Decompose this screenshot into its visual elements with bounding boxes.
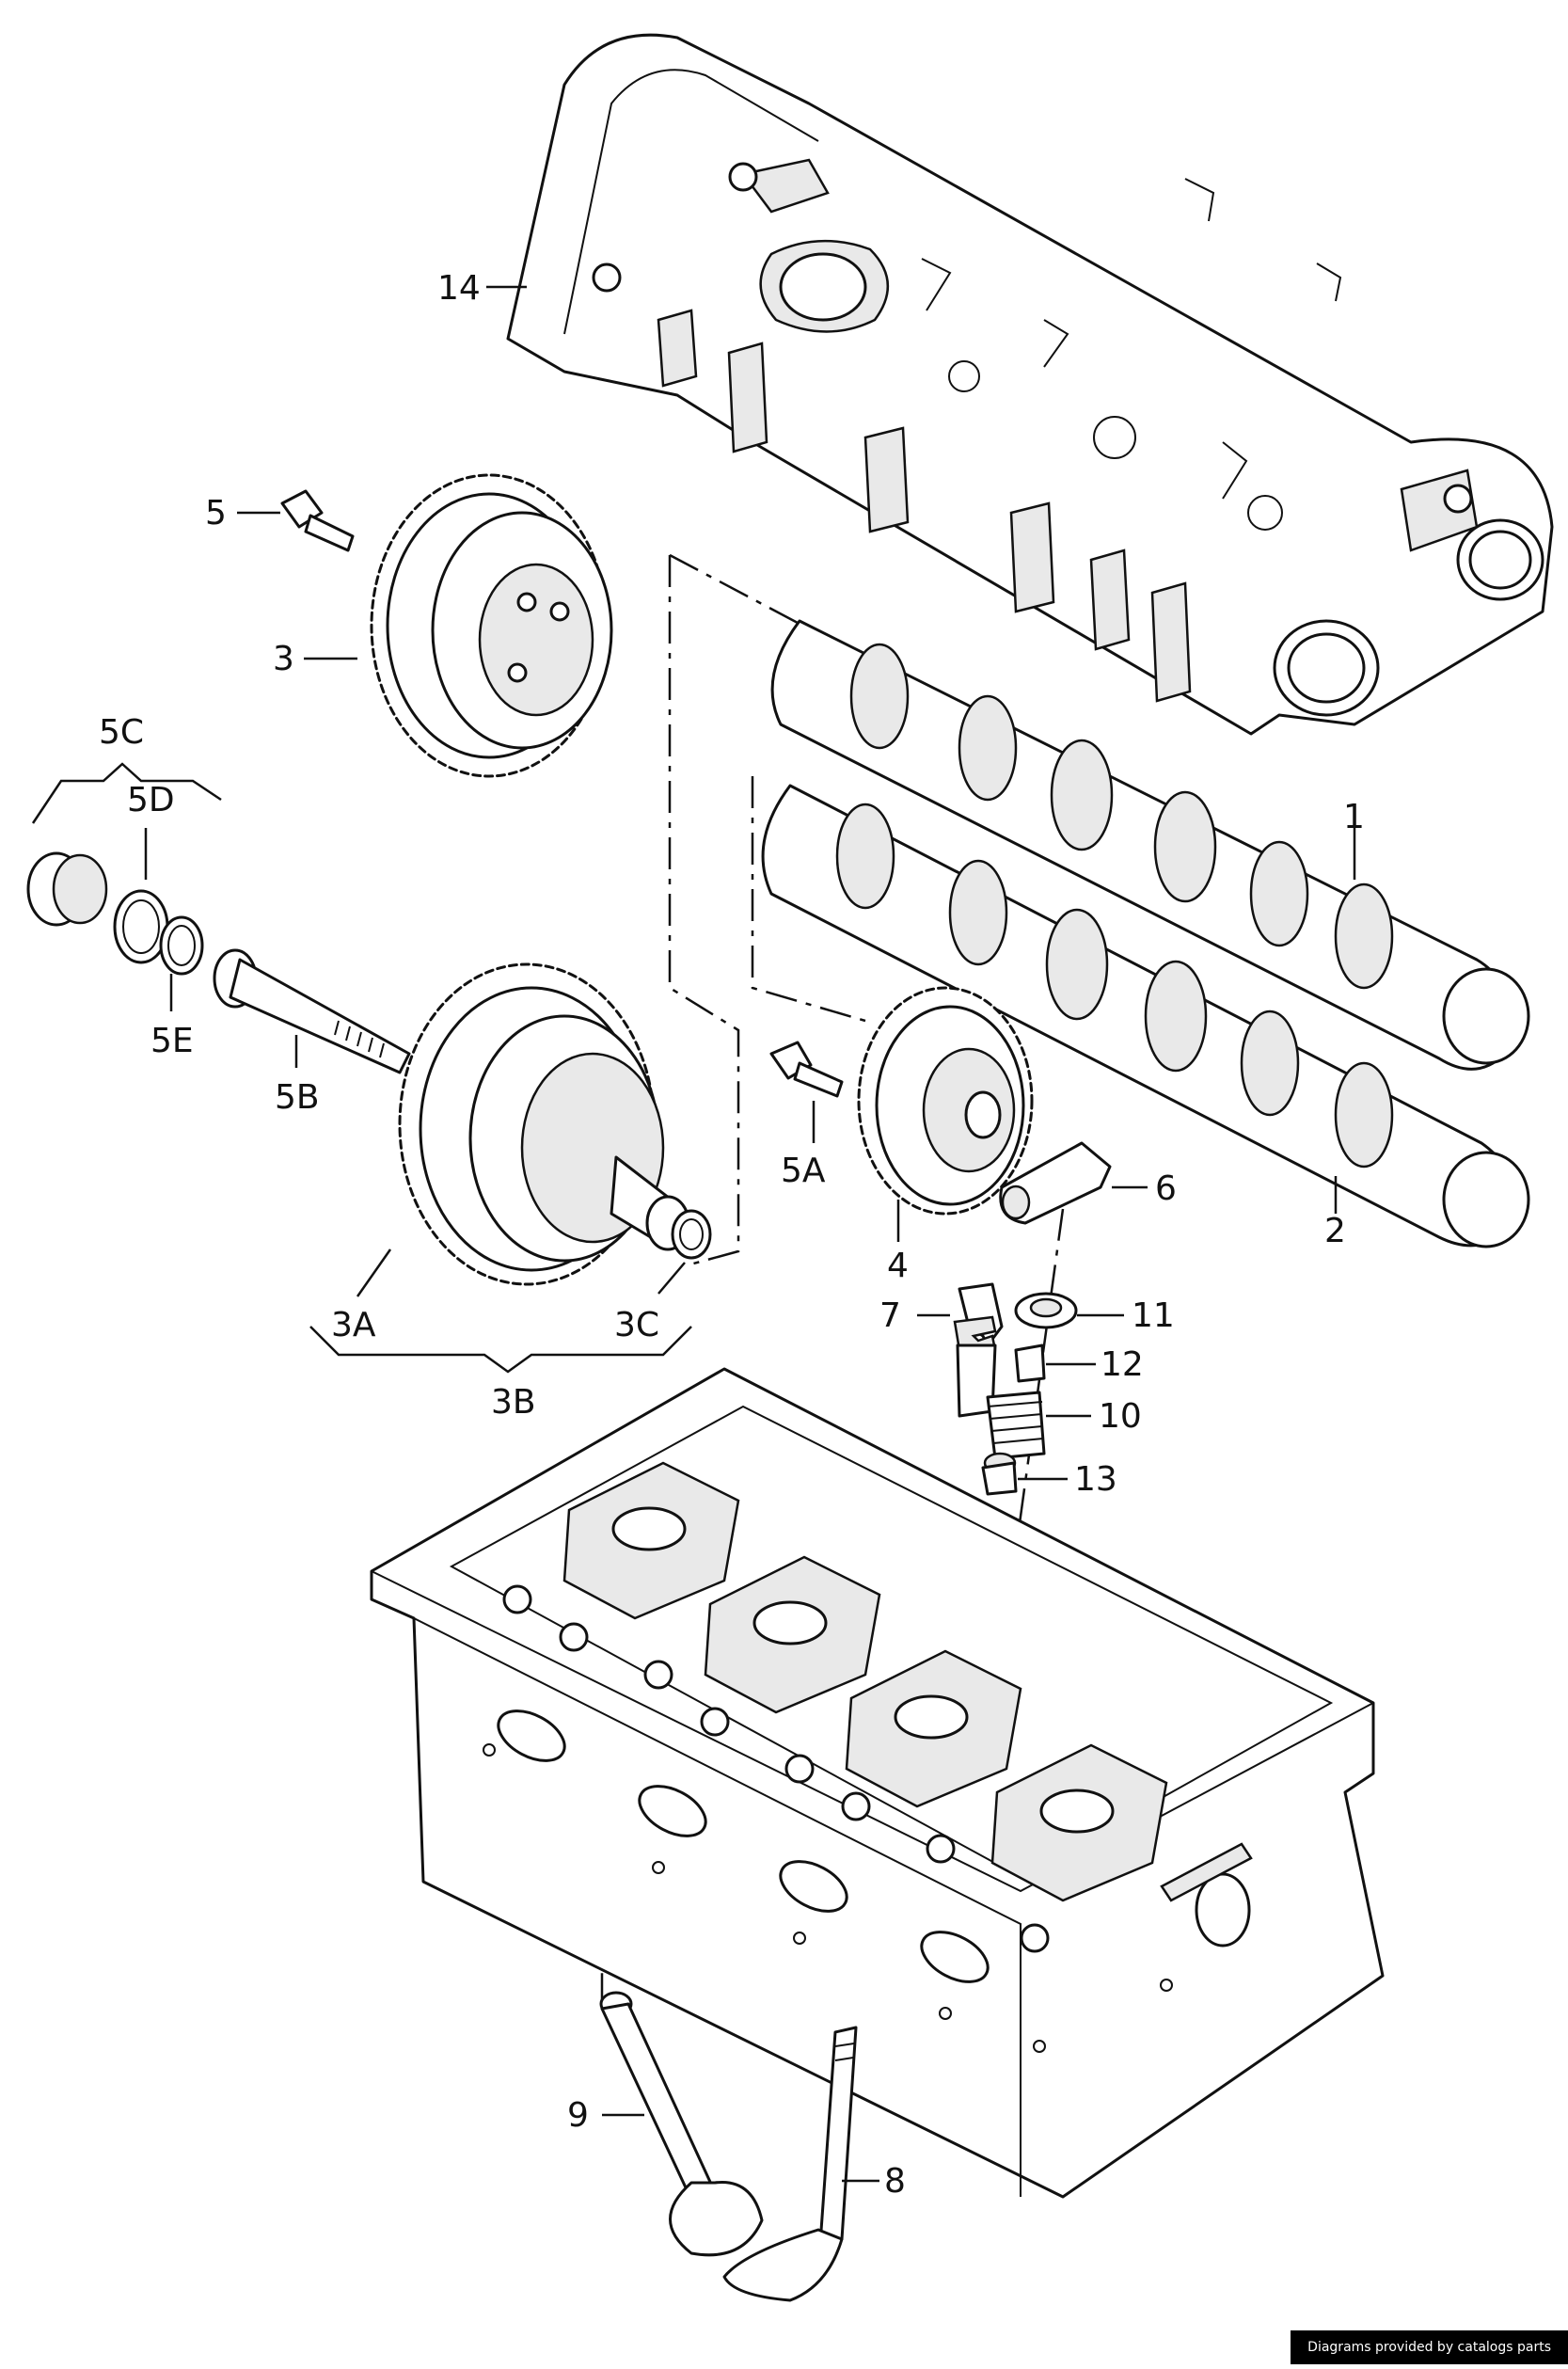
bracket-3b (309, 1326, 692, 1374)
label-5c: 5C (99, 713, 144, 752)
part-5e-washer[interactable] (159, 915, 204, 976)
part-5a-bolt[interactable] (769, 1041, 844, 1098)
label-5: 5 (205, 494, 227, 533)
label-7: 7 (879, 1296, 901, 1335)
part-5-bolt[interactable] (280, 489, 355, 552)
part-3-camshaft-sprocket[interactable] (370, 473, 613, 778)
part-2-camshaft[interactable] (761, 784, 1530, 1248)
part-8-valve[interactable] (722, 2026, 858, 2302)
label-8: 8 (884, 2162, 906, 2201)
part-3c-seal[interactable] (671, 1209, 712, 1260)
label-9: 9 (567, 2096, 589, 2135)
label-12: 12 (1101, 1345, 1144, 1384)
leader-3a (356, 1248, 392, 1297)
label-14: 14 (437, 269, 481, 308)
label-11: 11 (1132, 1296, 1175, 1335)
part-12-valve-cotters[interactable] (1014, 1343, 1046, 1383)
part-10-valve-spring[interactable] (986, 1391, 1046, 1460)
label-13: 13 (1074, 1460, 1117, 1499)
label-3: 3 (273, 640, 294, 678)
bracket-5c (31, 762, 222, 824)
label-3a: 3A (331, 1306, 376, 1344)
part-5b-central-bolt[interactable] (213, 948, 411, 1074)
part-14-cylinder-head-cover[interactable] (506, 33, 1554, 736)
part-11-valve-spring-retainer[interactable] (1014, 1292, 1078, 1329)
label-5e: 5E (150, 1022, 194, 1060)
credit-badge: Diagrams provided by catalogs parts (1291, 2330, 1568, 2364)
label-10: 10 (1099, 1397, 1142, 1436)
label-3b: 3B (491, 1383, 536, 1422)
part-1-camshaft[interactable] (770, 619, 1530, 1071)
part-5d-seal-ring[interactable] (113, 889, 169, 964)
label-4: 4 (887, 1247, 909, 1285)
label-2: 2 (1324, 1212, 1346, 1250)
leader-3c (657, 1262, 686, 1295)
cylinder-head[interactable] (370, 1367, 1385, 2199)
part-9-valve[interactable] (599, 1991, 764, 2257)
label-1: 1 (1343, 798, 1365, 836)
part-5c-plug[interactable] (26, 851, 108, 927)
part-13-valve-stem-seal[interactable] (981, 1452, 1018, 1496)
label-5b: 5B (275, 1078, 320, 1117)
part-3a-camshaft-adjuster[interactable] (398, 962, 690, 1286)
part-6-roller-rocker[interactable] (999, 1141, 1112, 1225)
label-3c: 3C (614, 1306, 659, 1344)
label-5a: 5A (781, 1152, 826, 1190)
label-6: 6 (1155, 1169, 1177, 1208)
part-4-sprocket[interactable] (857, 986, 1034, 1216)
label-5d: 5D (127, 781, 175, 819)
